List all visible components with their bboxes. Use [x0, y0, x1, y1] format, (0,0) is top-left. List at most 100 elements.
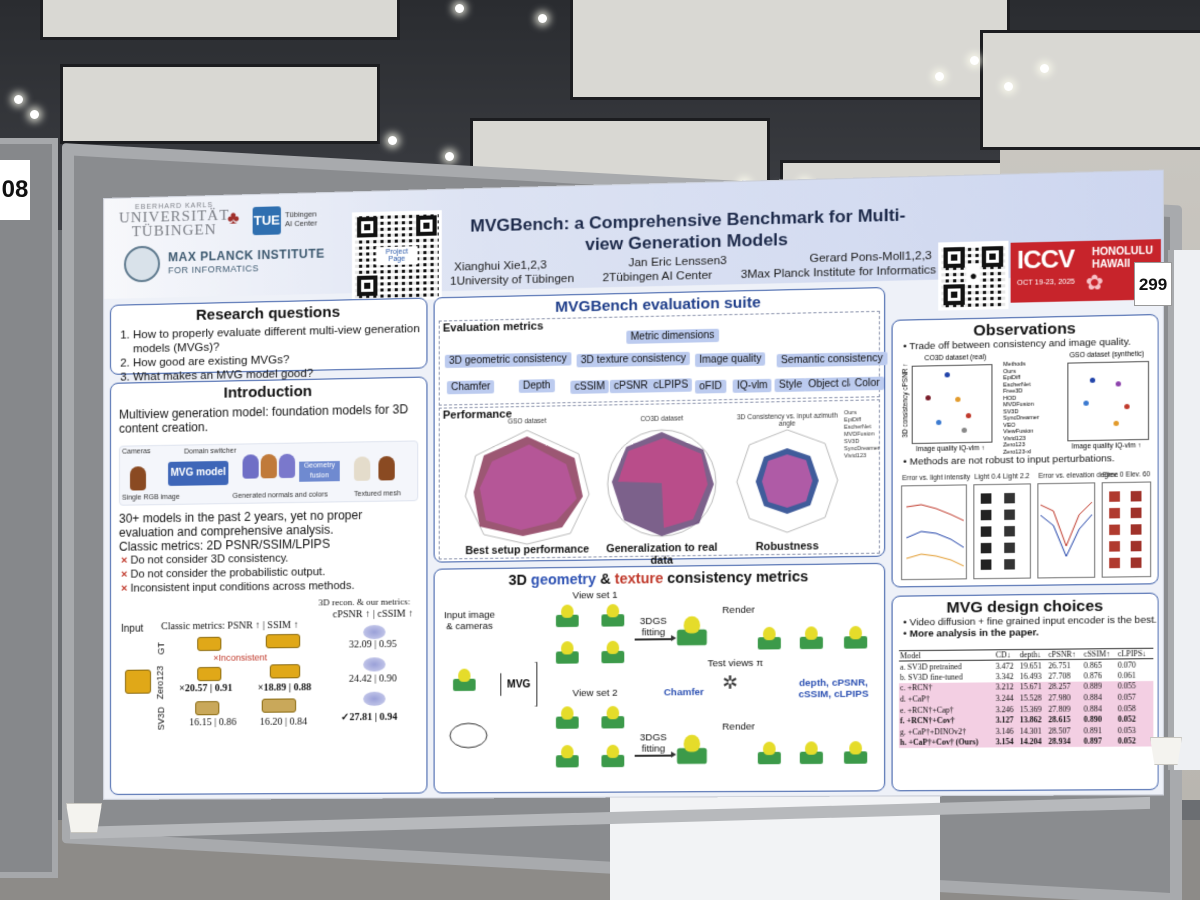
affiliation: 2Tübingen AI Center	[602, 268, 712, 285]
table-cell: 3.212	[995, 682, 1019, 693]
rendered-view	[842, 626, 869, 649]
geometry-fusion-block: Geometry fusion	[299, 461, 340, 482]
generated-view	[554, 706, 581, 729]
board-number-tag: 299	[1134, 262, 1172, 306]
table-cell: 0.058	[1117, 703, 1154, 714]
scatter-point	[1090, 378, 1095, 383]
bus-render	[270, 664, 300, 678]
rendered-view	[756, 627, 783, 650]
mvg-block: MVG	[500, 662, 537, 707]
rendered-view	[798, 741, 825, 764]
intro-paragraph: 30+ models in the past 2 years, yet no p…	[111, 507, 426, 540]
plot-title-part: Elev. 60	[1126, 471, 1151, 479]
generated-view	[599, 641, 626, 664]
inconsistent-label: ×Inconsistent	[213, 652, 267, 663]
table-cell: 3.342	[995, 671, 1019, 682]
input-label: Input image & cameras	[441, 609, 498, 632]
section-heading: 3D geometry & texture consistency metric…	[435, 567, 885, 589]
table-cell: 0.891	[1083, 725, 1117, 736]
metric-group-node: Semantic consistency	[777, 352, 887, 368]
table-cell: 0.052	[1117, 736, 1154, 747]
ceiling-panel	[40, 0, 400, 40]
legend-entry: SyncDreamer	[1003, 415, 1039, 422]
plot-title-part: Light 2.2	[1003, 473, 1030, 481]
ai-center-text: Tübingen AI Center	[285, 209, 317, 228]
axis-label: Image quality IQ-vlm ↑	[916, 445, 985, 453]
texture-metrics-label: depth, cPSNR, cSSIM, cLPIPS	[791, 677, 875, 700]
series-line	[906, 504, 963, 521]
figure-label: Domain switcher	[184, 448, 236, 456]
table-cell: 27.980	[1047, 692, 1082, 703]
legend-entry: Vivid123	[844, 453, 880, 461]
view-set-label: View set 1	[572, 590, 617, 602]
figure-label: Textured mesh	[354, 490, 401, 498]
fitted-3dgs	[674, 616, 709, 646]
table-cell: 3.154	[995, 737, 1019, 748]
render-thumbs	[981, 493, 992, 572]
heading-part: geometry	[531, 571, 596, 588]
design-choices-box: MVG design choices • Video diffusion + f…	[892, 593, 1159, 792]
metric-comparison-figure: 3D recon. & our metrics: Input Classic m…	[117, 598, 420, 732]
consistency-metrics-box: 3D geometry & texture consistency metric…	[434, 563, 886, 794]
bus-render	[197, 637, 221, 651]
generated-view	[599, 706, 626, 729]
table-cell: 28.507	[1047, 725, 1082, 736]
table-cell: 15.671	[1019, 682, 1048, 693]
design-bullet-text: More analysis in the paper.	[910, 627, 1039, 640]
series-line	[1041, 515, 1092, 557]
metric-root-node: Metric dimensions	[626, 329, 718, 344]
camera-ring	[450, 723, 487, 748]
ceiling-panel	[60, 64, 380, 144]
radar-plot	[599, 421, 724, 546]
bus-render	[197, 667, 221, 681]
plot-title-part: Light 0.4	[974, 474, 1001, 482]
design-bullet: • More analysis in the paper.	[893, 626, 1158, 640]
research-questions-box: Research questions How to properly evalu…	[110, 298, 427, 375]
metric-value: 16.20 | 0.84	[260, 716, 308, 727]
render-label: Render	[722, 721, 755, 732]
table-cell: 3.246	[995, 704, 1019, 715]
table-cell: 28.615	[1047, 714, 1082, 725]
github-icon: ●	[966, 266, 980, 285]
table-cell: 28.934	[1047, 736, 1082, 747]
project-page-label: Project Page	[376, 246, 418, 265]
qr-corner	[944, 247, 965, 268]
radar-caption: Generalization to real data	[599, 541, 724, 567]
table-cell: 0.876	[1083, 670, 1117, 681]
series-line	[906, 554, 963, 567]
arrow	[635, 755, 672, 757]
max-planck-logo: MAX PLANCK INSTITUTE FOR INFORMATICS	[124, 241, 346, 287]
heading-part: 3D	[509, 572, 531, 589]
light-error-plot: Error vs. light intensity	[901, 484, 967, 580]
column-header: Classic metrics: PSNR ↑ | SSIM ↑	[161, 620, 299, 633]
table-cell: c. +RCN†	[899, 682, 995, 694]
metric-leaf-node: oFID	[695, 380, 726, 394]
row-label: GT	[156, 642, 166, 655]
table-cell: 13.862	[1019, 714, 1048, 725]
metric-leaf-node: cSSIM	[570, 380, 609, 394]
render-thumbs	[1004, 493, 1015, 572]
radar-caption: Robustness	[728, 540, 846, 554]
table-cell: g. +CaP†+DINOv2†	[899, 726, 995, 738]
table-cell: b. SV3D fine-tuned	[899, 671, 995, 683]
table-cell: 16.493	[1019, 671, 1048, 682]
table-cell: 0.884	[1083, 692, 1117, 703]
ceiling-light	[1004, 82, 1013, 91]
paper-cup	[66, 803, 102, 833]
table-cell: d. +CaP†	[899, 693, 995, 705]
series-line	[906, 531, 963, 548]
rendered-view	[756, 742, 783, 765]
observation-list: Methods are not robust to input perturba…	[893, 453, 1115, 468]
intro-paragraph: Multiview generation model: foundation m…	[111, 398, 426, 440]
radar-caption: Best setup performance	[455, 543, 599, 557]
metric-group-node: 3D geometric consistency	[445, 352, 571, 368]
table-cell: 26.751	[1047, 659, 1082, 670]
table-cell: 15.369	[1019, 704, 1048, 715]
limitation-item: Inconsistent input conditions across met…	[121, 578, 416, 596]
mvg-model-block: MVG model	[168, 461, 228, 486]
radar-legend: Ours EpiDiff EscherNet MVDFusion SV3D Sy…	[844, 410, 880, 461]
metric-leaf-node: Style	[775, 378, 807, 392]
metric-leaf-node: cLPIPS	[649, 378, 692, 392]
input-bus-image	[125, 670, 151, 694]
neighbor-board	[0, 138, 58, 878]
